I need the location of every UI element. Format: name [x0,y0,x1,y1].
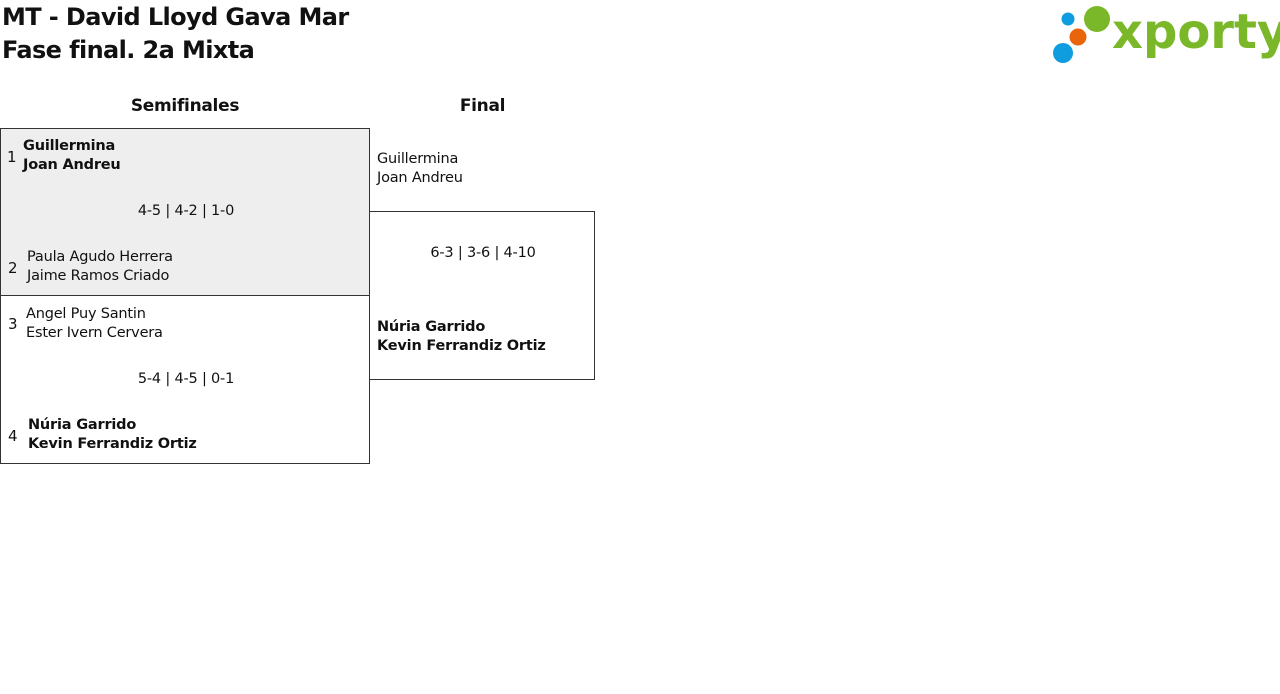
round-title-final: Final [459,96,506,116]
player-name: Núria Garrido [377,319,486,335]
logo-dot-green [1084,6,1110,32]
team-entry-winner[interactable]: Guillermina Joan Andreu [23,137,121,175]
match-score: 6-3 | 3-6 | 4-10 [430,245,536,261]
logo-wordmark: xporty [1112,4,1280,60]
logo-dot-blue-small [1061,12,1075,26]
semifinal-match-2[interactable]: 3 Angel Puy Santin Ester Ivern Cervera 5… [0,295,370,464]
round-title-semifinal: Semifinales [130,96,240,116]
final-team-entry[interactable]: Guillermina Joan Andreu [377,150,463,188]
logo-dot-orange [1069,28,1087,46]
team-entry[interactable]: Angel Puy Santin Ester Ivern Cervera [26,305,163,343]
match-score: 5-4 | 4-5 | 0-1 [137,371,235,387]
xporty-logo[interactable]: xporty [1050,4,1280,68]
player-name: Jaime Ramos Criado [27,268,170,284]
seed-number: 3 [8,315,18,333]
semifinal-match-1[interactable]: 1 Guillermina Joan Andreu 4-5 | 4-2 | 1-… [0,128,370,296]
final-match[interactable]: 6-3 | 3-6 | 4-10 Núria Garrido Kevin Fer… [369,211,595,380]
page-subtitle: Fase final. 2a Mixta [2,36,255,64]
seed-number: 2 [8,259,18,277]
player-name: Ester Ivern Cervera [26,325,163,341]
player-name: Kevin Ferrandiz Ortiz [377,338,546,354]
seed-number: 4 [8,427,18,445]
seed-number: 1 [7,148,17,166]
player-name: Joan Andreu [377,170,463,186]
team-entry[interactable]: Paula Agudo Herrera Jaime Ramos Criado [27,248,173,286]
team-entry-winner[interactable]: Núria Garrido Kevin Ferrandiz Ortiz [28,416,197,454]
player-name: Paula Agudo Herrera [27,249,173,265]
player-name: Kevin Ferrandiz Ortiz [28,436,197,452]
logo-dot-blue-large [1053,43,1073,63]
logo-dots-icon [1053,6,1110,63]
player-name: Guillermina [377,151,459,167]
player-name: Guillermina [23,138,116,154]
page-title: MT - David Lloyd Gava Mar [2,3,349,31]
player-name: Angel Puy Santin [26,306,146,322]
final-team-entry-winner[interactable]: Núria Garrido Kevin Ferrandiz Ortiz [377,318,546,356]
player-name: Núria Garrido [28,417,137,433]
match-score: 4-5 | 4-2 | 1-0 [137,203,235,219]
player-name: Joan Andreu [23,157,121,173]
